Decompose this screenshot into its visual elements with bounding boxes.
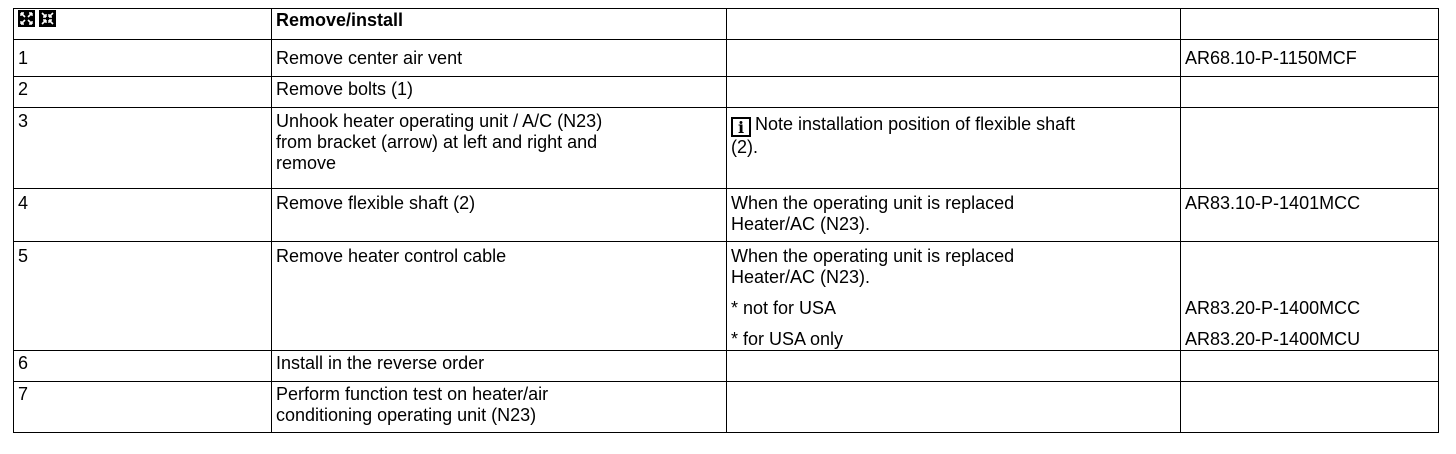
header-icons-cell <box>13 8 272 40</box>
step-note <box>726 39 1181 77</box>
install-symbol-icon <box>39 10 56 27</box>
step-number: 1 <box>13 39 272 77</box>
step-reference-link[interactable]: AR83.20-P-1400MCC <box>1185 298 1361 318</box>
step-action: Install in the reverse order <box>271 350 727 382</box>
header-empty-cell <box>726 8 1181 40</box>
step-number: 3 <box>13 107 272 189</box>
step-note <box>726 381 1181 433</box>
table-row: 5 Remove heater control cable When the o… <box>13 241 1439 351</box>
step-reference-cell: AR83.20-P-1400MCC AR83.20-P-1400MCU <box>1180 241 1439 351</box>
header-empty-cell <box>1180 8 1439 40</box>
step-note: When the operating unit is replaced Heat… <box>726 241 1181 351</box>
step-reference-link[interactable]: AR83.20-P-1400MCU <box>1185 329 1361 349</box>
table-row: 6 Install in the reverse order <box>13 350 1439 382</box>
table-title: Remove/install <box>276 10 404 30</box>
table-row: 7 Perform function test on heater/air co… <box>13 381 1439 433</box>
info-icon: i <box>731 117 751 137</box>
table-row: 2 Remove bolts (1) <box>13 76 1439 108</box>
table-header-row: Remove/install <box>13 8 1439 40</box>
note-text-line: When the operating unit is replaced <box>731 246 1015 266</box>
step-action-line: Unhook heater operating unit / A/C (N23) <box>276 111 603 131</box>
step-action: Remove heater control cable <box>271 241 727 351</box>
note-text-line: Heater/AC (N23). <box>731 267 871 287</box>
table-row: 1 Remove center air vent AR68.10-P-1150M… <box>13 39 1439 77</box>
note-text-line: When the operating unit is replaced <box>731 193 1015 213</box>
sub-note: * for USA only <box>731 329 844 349</box>
step-action-line: remove <box>276 153 337 173</box>
note-text-line: Note installation position of flexible s… <box>755 114 1076 134</box>
remove-symbol-icon <box>18 10 35 27</box>
step-number: 4 <box>13 188 272 242</box>
step-reference-link[interactable]: AR68.10-P-1150MCF <box>1180 39 1439 77</box>
step-action: Remove center air vent <box>271 39 727 77</box>
step-reference-link <box>1180 350 1439 382</box>
step-action-line: from bracket (arrow) at left and right a… <box>276 132 598 152</box>
step-number: 7 <box>13 381 272 433</box>
step-note: When the operating unit is replaced Heat… <box>726 188 1181 242</box>
table-row: 3 Unhook heater operating unit / A/C (N2… <box>13 107 1439 189</box>
step-note <box>726 350 1181 382</box>
step-action: Remove flexible shaft (2) <box>271 188 727 242</box>
step-reference-link[interactable]: AR83.10-P-1401MCC <box>1180 188 1439 242</box>
step-action: Unhook heater operating unit / A/C (N23)… <box>271 107 727 189</box>
note-text-line: (2). <box>731 137 758 157</box>
procedure-table: Remove/install 1 Remove center air vent … <box>13 8 1439 433</box>
step-note <box>726 76 1181 108</box>
step-action: Remove bolts (1) <box>271 76 727 108</box>
step-action-line: Perform function test on heater/air <box>276 384 549 404</box>
sub-note: * not for USA <box>731 298 837 318</box>
step-number: 5 <box>13 241 272 351</box>
step-number: 6 <box>13 350 272 382</box>
table-row: 4 Remove flexible shaft (2) When the ope… <box>13 188 1439 242</box>
step-number: 2 <box>13 76 272 108</box>
note-text-line: Heater/AC (N23). <box>731 214 871 234</box>
step-reference-link <box>1180 76 1439 108</box>
step-action-line: conditioning operating unit (N23) <box>276 405 537 425</box>
step-reference-link <box>1180 107 1439 189</box>
step-action: Perform function test on heater/air cond… <box>271 381 727 433</box>
step-reference-link <box>1180 381 1439 433</box>
header-title-cell: Remove/install <box>271 8 727 40</box>
